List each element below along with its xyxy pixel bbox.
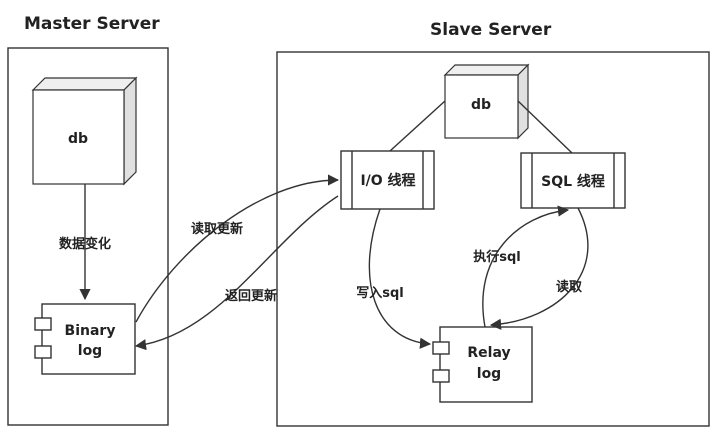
- master-db-label: db: [68, 131, 88, 147]
- sql-thread-node: SQL 线程: [520, 152, 626, 209]
- return-update-arrow: [134, 195, 339, 351]
- db-sql-connector: [517, 100, 573, 154]
- slave-server-title: Slave Server: [430, 20, 552, 40]
- component-port-icon: [34, 317, 52, 331]
- component-port-icon: [34, 345, 52, 359]
- exec-sql-arrow: [482, 205, 570, 328]
- slave-db-node: db: [443, 63, 530, 140]
- read-arrow: [489, 207, 589, 330]
- read-update-label: 读取更新: [191, 221, 243, 237]
- relay-log-label-line1: Relay: [467, 345, 510, 361]
- write-sql-arrow: [368, 208, 432, 349]
- binary-log-label-line2: log: [78, 343, 102, 359]
- io-thread-node: I/O 线程: [340, 150, 435, 210]
- return-update-label: 返回更新: [225, 288, 277, 304]
- io-thread-label: I/O 线程: [360, 172, 415, 189]
- sql-thread-label: SQL 线程: [541, 173, 605, 190]
- exec-sql-label: 执行sql: [473, 249, 521, 265]
- write-sql-label: 写入sql: [356, 286, 404, 301]
- component-port-icon: [432, 341, 450, 355]
- binary-log-node: Binary log: [34, 303, 136, 375]
- read-label: 读取: [556, 279, 583, 295]
- relay-log-node: Relay log: [432, 326, 533, 403]
- master-db-node: db: [31, 76, 138, 186]
- relay-log-label-line2: log: [477, 366, 501, 382]
- binary-log-label-line1: Binary: [65, 323, 116, 339]
- read-update-arrow: [135, 174, 340, 323]
- master-server-title: Master Server: [24, 14, 160, 34]
- data-change-label: 数据变化: [59, 236, 111, 252]
- slave-db-label: db: [471, 97, 491, 113]
- component-port-icon: [432, 369, 450, 383]
- db-io-connector: [389, 100, 446, 152]
